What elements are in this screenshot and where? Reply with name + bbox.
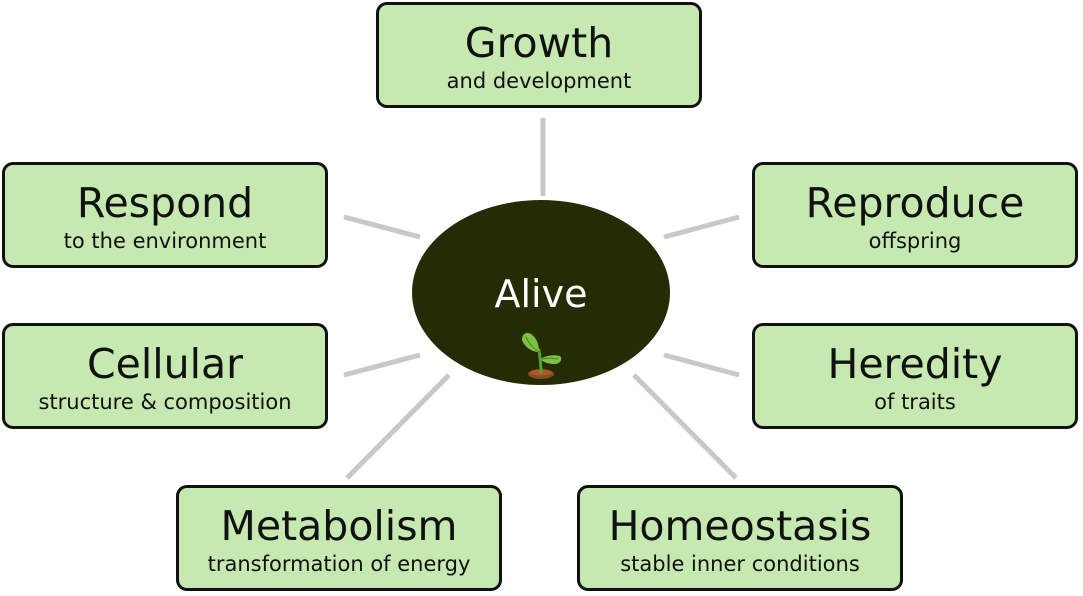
node-title: Growth: [464, 19, 614, 67]
node-growth: Growth and development: [376, 2, 702, 108]
node-reproduce: Reproduce offspring: [752, 162, 1078, 268]
center-node-alive: Alive: [412, 200, 670, 385]
node-heredity: Heredity of traits: [752, 323, 1078, 429]
center-label: Alive: [494, 272, 588, 316]
node-title: Homeostasis: [608, 502, 872, 550]
node-subtitle: offspring: [868, 229, 962, 253]
node-title: Respond: [76, 179, 254, 227]
connector-homeostasis: [632, 373, 738, 480]
node-homeostasis: Homeostasis stable inner conditions: [577, 485, 903, 591]
node-subtitle: and development: [446, 69, 632, 93]
connector-reproduce: [663, 214, 740, 240]
node-subtitle: to the environment: [63, 229, 267, 253]
node-subtitle: structure & composition: [38, 390, 292, 414]
node-cellular: Cellular structure & composition: [2, 323, 328, 429]
node-title: Heredity: [827, 340, 1003, 388]
node-title: Reproduce: [805, 179, 1025, 227]
connector-metabolism: [345, 373, 451, 480]
node-subtitle: stable inner conditions: [620, 552, 860, 576]
node-title: Cellular: [87, 340, 243, 388]
connector-cellular: [343, 352, 421, 378]
sprout-icon: [522, 332, 562, 379]
node-subtitle: transformation of energy: [207, 552, 471, 576]
node-metabolism: Metabolism transformation of energy: [176, 485, 502, 591]
node-title: Metabolism: [220, 502, 458, 550]
node-subtitle: of traits: [874, 390, 956, 414]
connector-heredity: [663, 352, 740, 378]
connector-respond: [343, 214, 421, 240]
node-respond: Respond to the environment: [2, 162, 328, 268]
